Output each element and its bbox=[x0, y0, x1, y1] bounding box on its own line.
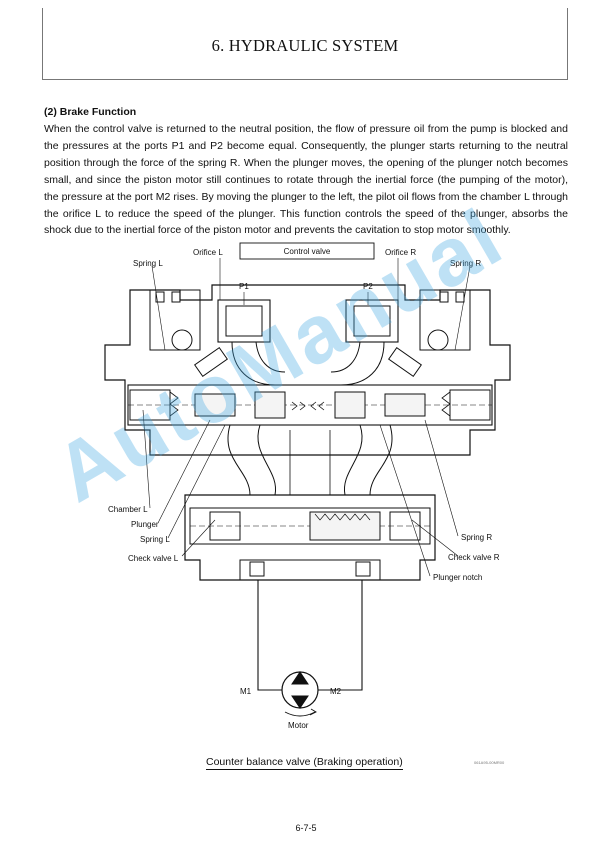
figure-caption: Counter balance valve (Braking operation… bbox=[206, 756, 403, 770]
plunger-notch-label: Plunger notch bbox=[433, 573, 482, 582]
section-heading: (2) Brake Function bbox=[44, 106, 137, 118]
motor-label: Motor bbox=[288, 721, 309, 730]
m1-label: M1 bbox=[240, 687, 252, 696]
figure-code: 061A95-00MR00 bbox=[474, 760, 505, 765]
spring-l-top-label: Spring L bbox=[133, 259, 163, 268]
orifice-right bbox=[388, 346, 422, 378]
line-m2 bbox=[318, 580, 363, 691]
m2-label: M2 bbox=[330, 687, 342, 696]
port-circle-right bbox=[427, 329, 449, 351]
orifice-left bbox=[194, 346, 228, 378]
header-box: 6. HYDRAULIC SYSTEM bbox=[42, 8, 568, 80]
motor-rotation-arrow bbox=[284, 711, 316, 717]
port-p2 bbox=[345, 299, 399, 343]
lower-body-outline bbox=[184, 494, 436, 581]
plunger-label: Plunger bbox=[131, 520, 159, 529]
orifice-r-label: Orifice R bbox=[385, 248, 416, 257]
body-paragraph: When the control valve is returned to th… bbox=[44, 123, 568, 237]
orifice-l-label: Orifice L bbox=[193, 248, 223, 257]
control-valve-label: Control valve bbox=[284, 247, 331, 256]
control-valve-box bbox=[239, 242, 375, 260]
counter-balance-valve-diagram: Control valve Orifice L Orifice R Spring… bbox=[104, 242, 511, 730]
page-number: 6-7-5 bbox=[295, 823, 317, 833]
valve-body-outline bbox=[104, 284, 511, 456]
spring-housing-left bbox=[149, 289, 201, 351]
p2-label: P2 bbox=[363, 282, 373, 291]
check-valve-r-label: Check valve R bbox=[448, 553, 500, 562]
spring-r-label: Spring R bbox=[461, 533, 492, 542]
p1-label: P1 bbox=[239, 282, 249, 291]
spring-l-label: Spring L bbox=[140, 535, 170, 544]
page-title: 6. HYDRAULIC SYSTEM bbox=[211, 36, 399, 55]
spring-r-top-label: Spring R bbox=[450, 259, 481, 268]
chamber-l-label: Chamber L bbox=[108, 505, 148, 514]
spring-housing-right bbox=[419, 289, 471, 351]
check-valve-l-label: Check valve L bbox=[128, 554, 179, 563]
line-m1 bbox=[257, 580, 282, 691]
port-circle-left bbox=[171, 329, 193, 351]
